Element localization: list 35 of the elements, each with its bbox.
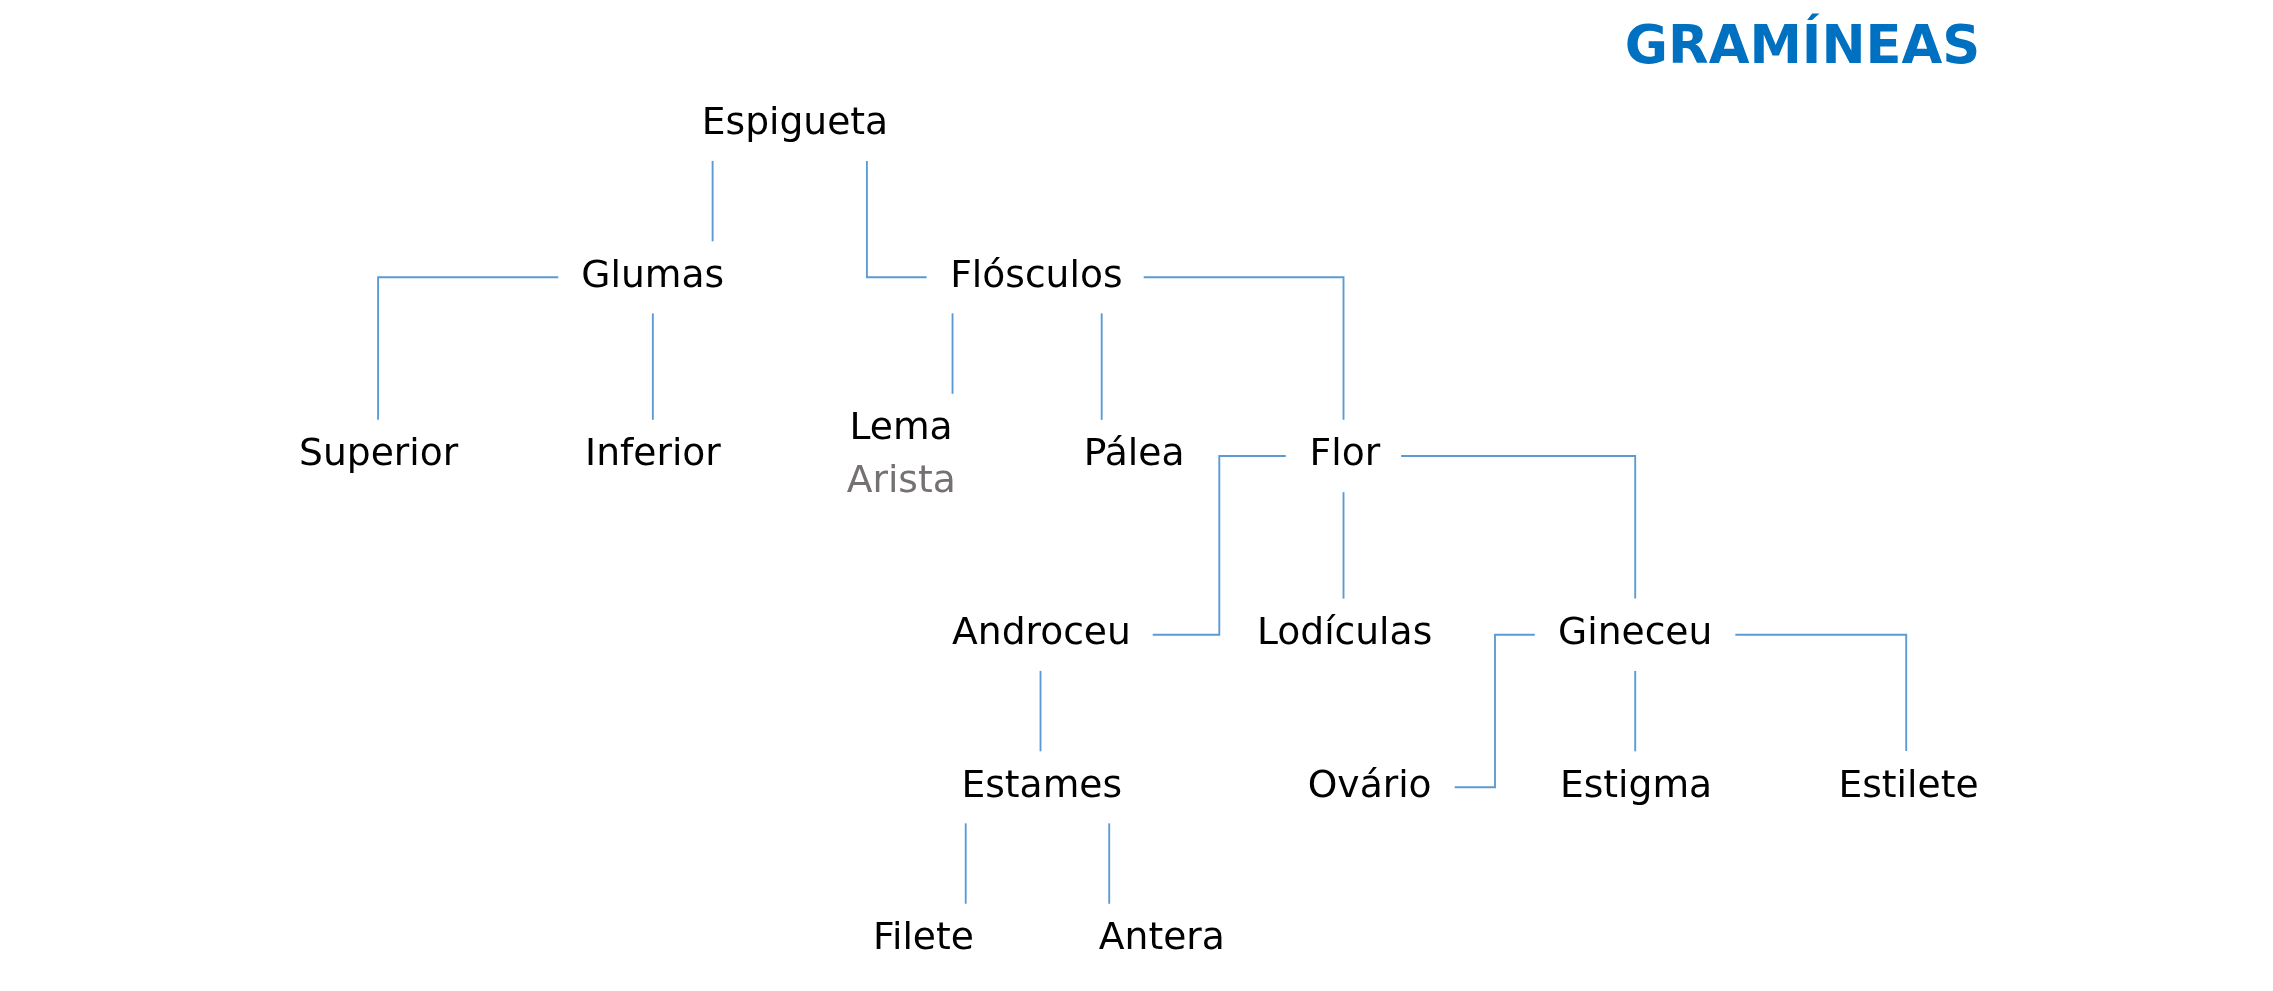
connector	[1634, 669, 1637, 753]
node-text: Pálea	[1083, 430, 1185, 475]
node-text: Espigueta	[701, 99, 889, 144]
connector	[1342, 491, 1345, 600]
node-text: Estigma	[1559, 761, 1713, 806]
node-text: Estilete	[1838, 761, 1979, 806]
node-text: Estames	[961, 761, 1123, 806]
node-text: Flor	[1309, 430, 1381, 475]
connector	[377, 276, 560, 421]
node-text: Androceu	[952, 609, 1131, 654]
connector	[951, 312, 954, 395]
connector	[1100, 312, 1103, 421]
node-text: Flósculos	[950, 251, 1123, 296]
node-text: Filete	[873, 914, 974, 959]
connector	[1453, 633, 1536, 789]
connector	[1039, 669, 1042, 753]
connector	[865, 159, 928, 279]
node-text: Lema	[849, 404, 953, 449]
connector	[651, 312, 654, 421]
node-text: Superior	[299, 430, 459, 475]
diagram-title: GRAMÍNEAS	[1624, 14, 1981, 76]
connector	[1108, 822, 1111, 905]
connector	[711, 159, 714, 243]
connector	[1734, 633, 1908, 752]
node-text: Ovário	[1307, 761, 1432, 806]
node-text: Inferior	[585, 430, 721, 475]
node-text: Antera	[1098, 914, 1225, 959]
node-text: Lodículas	[1256, 609, 1433, 654]
node-text: Glumas	[581, 251, 725, 296]
connector	[1142, 276, 1345, 421]
connector	[1151, 455, 1287, 636]
node-text: Gineceu	[1558, 609, 1713, 654]
connector	[1400, 455, 1637, 600]
connector	[964, 822, 967, 905]
node-label: Arista	[846, 456, 956, 501]
